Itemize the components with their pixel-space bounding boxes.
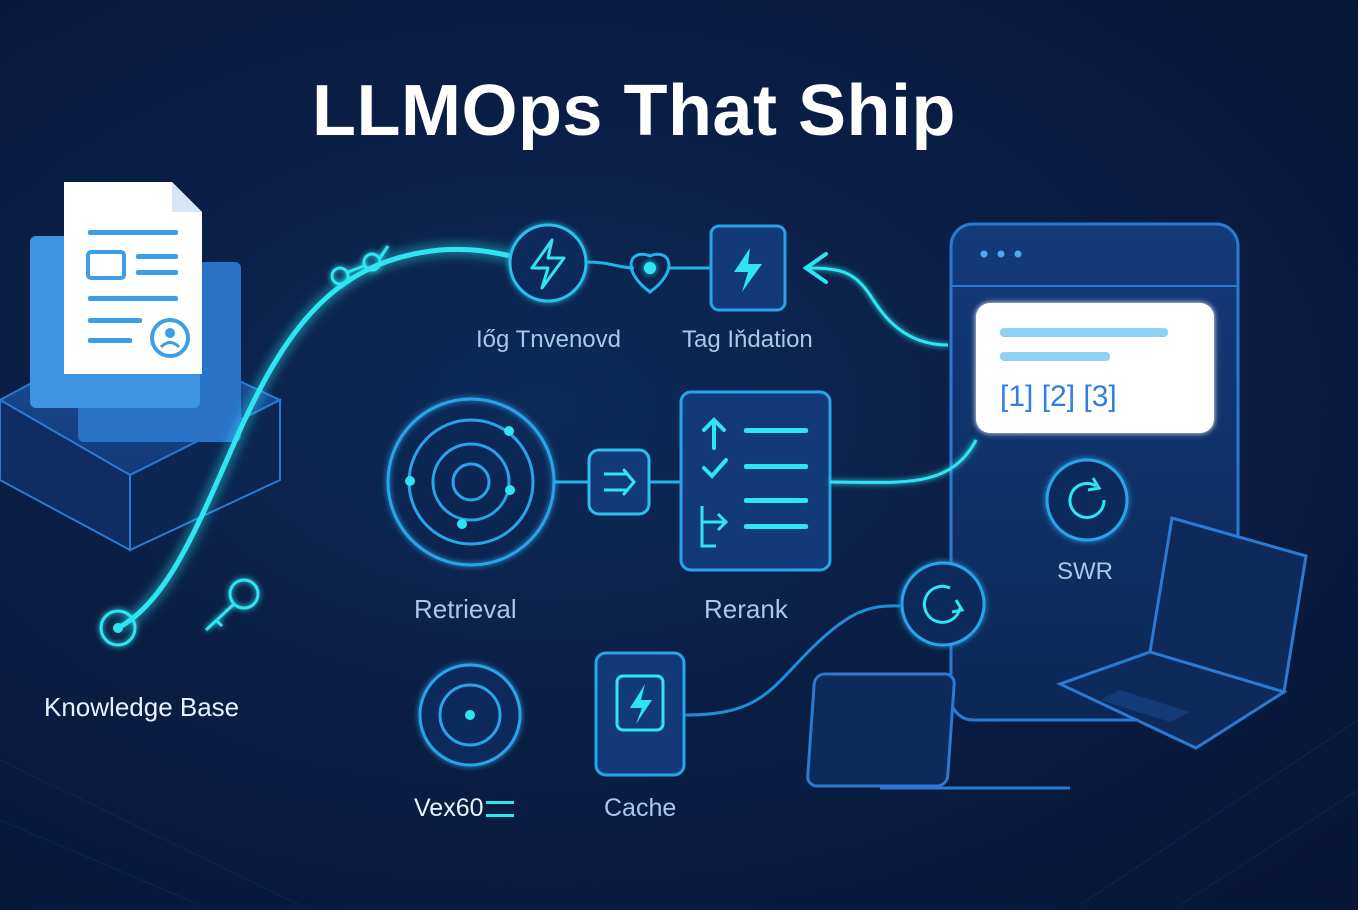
lightning-bolt-icon: [530, 238, 566, 290]
lightning-bolt-icon: [630, 684, 652, 724]
window-dot-icon: [997, 250, 1005, 258]
heart-node-icon: [629, 252, 671, 294]
label-vex60-text: Vex60: [414, 794, 484, 822]
page-title: LLMOps That Ship: [312, 71, 956, 151]
label-log-tnvenovd: Iőg Tnvenovd: [476, 326, 621, 353]
connector-rerank-to-browser: [829, 439, 978, 484]
label-knowledge-base: Knowledge Base: [44, 692, 240, 722]
background-grid: [0, 719, 1358, 906]
bolt-circle-node: [508, 223, 588, 303]
knowledge-flow-curve: [115, 246, 563, 631]
cache-node: [594, 651, 686, 777]
label-tag-indation: Tag Iňdation: [682, 326, 813, 353]
refresh-icon: [1045, 458, 1129, 542]
laptop-icon: [806, 672, 1070, 790]
target-icon: [386, 397, 556, 567]
node-chain-icon: [330, 245, 390, 286]
window-dot-icon: [980, 250, 988, 258]
vex60-node-icon: [418, 663, 522, 767]
checklist-icon: [679, 390, 832, 572]
refresh-icon: [900, 561, 986, 647]
document-stack-icon: [30, 182, 241, 442]
label-swr: SWR: [1057, 558, 1113, 585]
citation-list: [1] [2] [3]: [1000, 380, 1117, 413]
label-vex60: Vex60: [414, 794, 514, 823]
lightning-bolt-icon: [734, 248, 762, 292]
label-cache: Cache: [604, 794, 677, 822]
arrow-left-icon: [802, 252, 828, 284]
window-dot-icon: [1014, 250, 1022, 258]
start-node-dot: [113, 623, 123, 633]
tag-indation-node: [709, 224, 787, 312]
dash-decoration-icon: [485, 801, 514, 818]
key-icon: [204, 578, 260, 632]
connector-browser-to-tag: [809, 266, 949, 347]
connector-cache-to-refresh: [684, 604, 901, 717]
label-retrieval: Retrieval: [414, 594, 517, 624]
connector-bolt-to-heart: [585, 260, 635, 270]
start-node-icon: [99, 609, 137, 647]
laptop-icon: [1056, 516, 1308, 750]
arrow-right-icon: [587, 448, 651, 516]
label-rerank: Rerank: [704, 594, 788, 624]
